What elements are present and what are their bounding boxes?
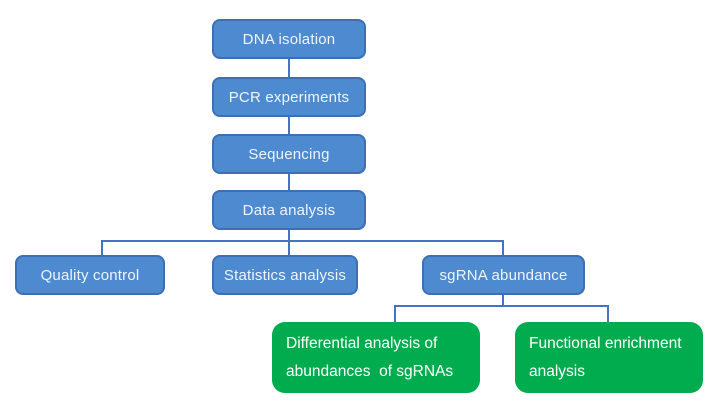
connector-drop-differential	[394, 305, 396, 323]
connector-dna-to-pcr	[288, 58, 290, 78]
connector-sgrna-bar	[394, 305, 609, 307]
node-sequencing-label: Sequencing	[248, 145, 330, 163]
node-quality-control: Quality control	[15, 255, 165, 295]
connector-drop-quality-control	[101, 240, 103, 256]
connector-drop-sgrna	[502, 240, 504, 256]
node-differential-analysis-line1: Differential analysis of	[286, 334, 438, 352]
node-functional-enrichment-line1: Functional enrichment	[529, 334, 682, 352]
node-functional-enrichment-line2: analysis	[529, 362, 585, 380]
node-data-analysis: Data analysis	[212, 190, 366, 230]
node-dna-isolation: DNA isolation	[212, 19, 366, 59]
node-dna-isolation-label: DNA isolation	[242, 30, 336, 48]
node-pcr-experiments: PCR experiments	[212, 77, 366, 117]
node-sgrna-abundance-label: sgRNA abundance	[439, 266, 568, 284]
connector-sequencing-to-data	[288, 173, 290, 191]
node-statistics-analysis-label: Statistics analysis	[223, 266, 347, 284]
connector-drop-functional	[607, 305, 609, 323]
node-data-analysis-label: Data analysis	[242, 201, 336, 219]
node-quality-control-label: Quality control	[40, 266, 140, 284]
connector-data-analysis-feed	[288, 229, 290, 242]
connector-pcr-to-sequencing	[288, 116, 290, 135]
connector-branch-bar	[101, 240, 504, 242]
connector-drop-statistics	[288, 240, 290, 256]
node-functional-enrichment: Functional enrichment analysis	[515, 322, 703, 393]
connector-sgrna-feed	[502, 294, 504, 307]
node-pcr-experiments-label: PCR experiments	[228, 88, 350, 106]
node-statistics-analysis: Statistics analysis	[212, 255, 358, 295]
node-differential-analysis: Differential analysis of abundances of s…	[272, 322, 480, 393]
node-sgrna-abundance: sgRNA abundance	[422, 255, 585, 295]
node-differential-analysis-line2: abundances of sgRNAs	[286, 362, 454, 380]
node-sequencing: Sequencing	[212, 134, 366, 174]
